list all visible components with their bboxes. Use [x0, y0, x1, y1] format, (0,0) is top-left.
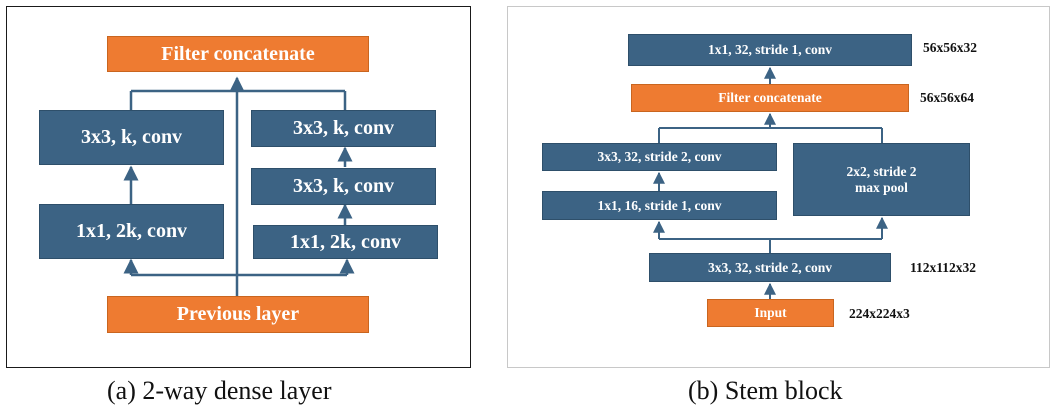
top-1x1-conv-box: 1x1, 32, stride 1, conv	[628, 34, 912, 66]
left-3x3-conv-box: 3x3, k, conv	[39, 110, 224, 165]
panel-a-connectors	[123, 76, 355, 296]
right-3x3-conv-middle-box: 3x3, k, conv	[251, 168, 436, 205]
caption-panel-a: (a) 2-way dense layer	[107, 376, 332, 405]
max-pool-box: 2x2, stride 2 max pool	[793, 143, 970, 216]
concat-dim-label: 56x56x64	[920, 90, 974, 105]
stem-conv-dim-label: 112x112x32	[910, 260, 977, 275]
panel-a-dense-layer: Filter concatenate 3x3, k, conv 1x1, 2k,…	[6, 6, 471, 368]
input-box: Input	[707, 299, 834, 327]
caption-panel-b: (b) Stem block	[688, 376, 843, 405]
panel-b-stem-block: 1x1, 32, stride 1, conv 56x56x32 Filter …	[507, 6, 1050, 368]
right-3x3-conv-top-box: 3x3, k, conv	[251, 110, 436, 147]
filter-concatenate-box: Filter concatenate	[107, 36, 369, 72]
max-pool-line1: 2x2, stride 2	[846, 163, 917, 179]
stem-3x3-conv-box: 3x3, 32, stride 2, conv	[649, 253, 891, 282]
right-1x1-conv-box: 1x1, 2k, conv	[253, 225, 438, 259]
top-conv-dim-label: 56x56x32	[923, 40, 977, 55]
panel-b-connectors	[653, 66, 888, 299]
left-3x3-conv-box: 3x3, 32, stride 2, conv	[542, 143, 777, 171]
left-1x1-conv-box: 1x1, 2k, conv	[39, 204, 224, 259]
filter-concatenate-box: Filter concatenate	[631, 84, 909, 112]
left-1x1-conv-box: 1x1, 16, stride 1, conv	[542, 191, 777, 220]
max-pool-line2: max pool	[855, 179, 908, 195]
previous-layer-box: Previous layer	[107, 296, 369, 333]
input-dim-label: 224x224x3	[849, 306, 910, 321]
